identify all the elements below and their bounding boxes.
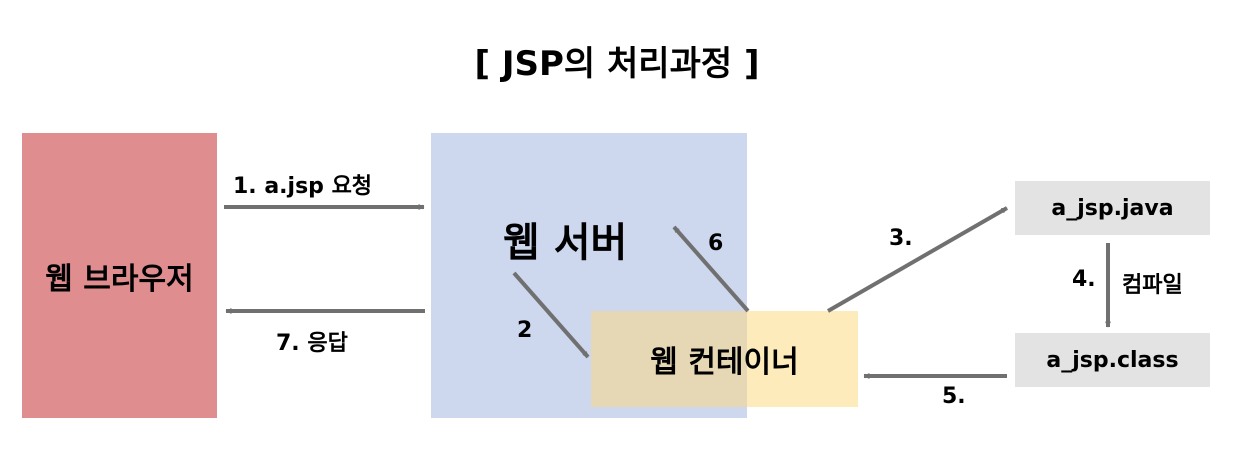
step-translate-label: 3. <box>889 226 913 251</box>
web-browser-box: 웹 브라우저 <box>22 133 217 418</box>
step-compile-number: 4. <box>1072 267 1096 292</box>
step-load-label: 5. <box>942 384 966 409</box>
web-server-label: 웹 서버 <box>503 220 628 266</box>
class-file-box: a_jsp.class <box>1015 333 1210 387</box>
java-file-box: a_jsp.java <box>1015 181 1210 235</box>
step-to-container-label: 2 <box>517 318 533 343</box>
web-container-label: 웹 컨테이너 <box>650 345 799 380</box>
arrow-translate <box>827 206 1008 313</box>
arrow-to-container <box>512 271 590 359</box>
step-compile-label: 컴파일 <box>1122 273 1183 298</box>
step-back-to-server-label: 6 <box>708 231 724 256</box>
arrow-back-to-server <box>672 225 750 313</box>
step-response-label: 7. 응답 <box>276 331 348 356</box>
container-server-overlap <box>591 311 747 407</box>
step-request-label: 1. a.jsp 요청 <box>233 174 373 199</box>
diagram-title: [ JSP의 처리과정 ] <box>474 44 760 84</box>
